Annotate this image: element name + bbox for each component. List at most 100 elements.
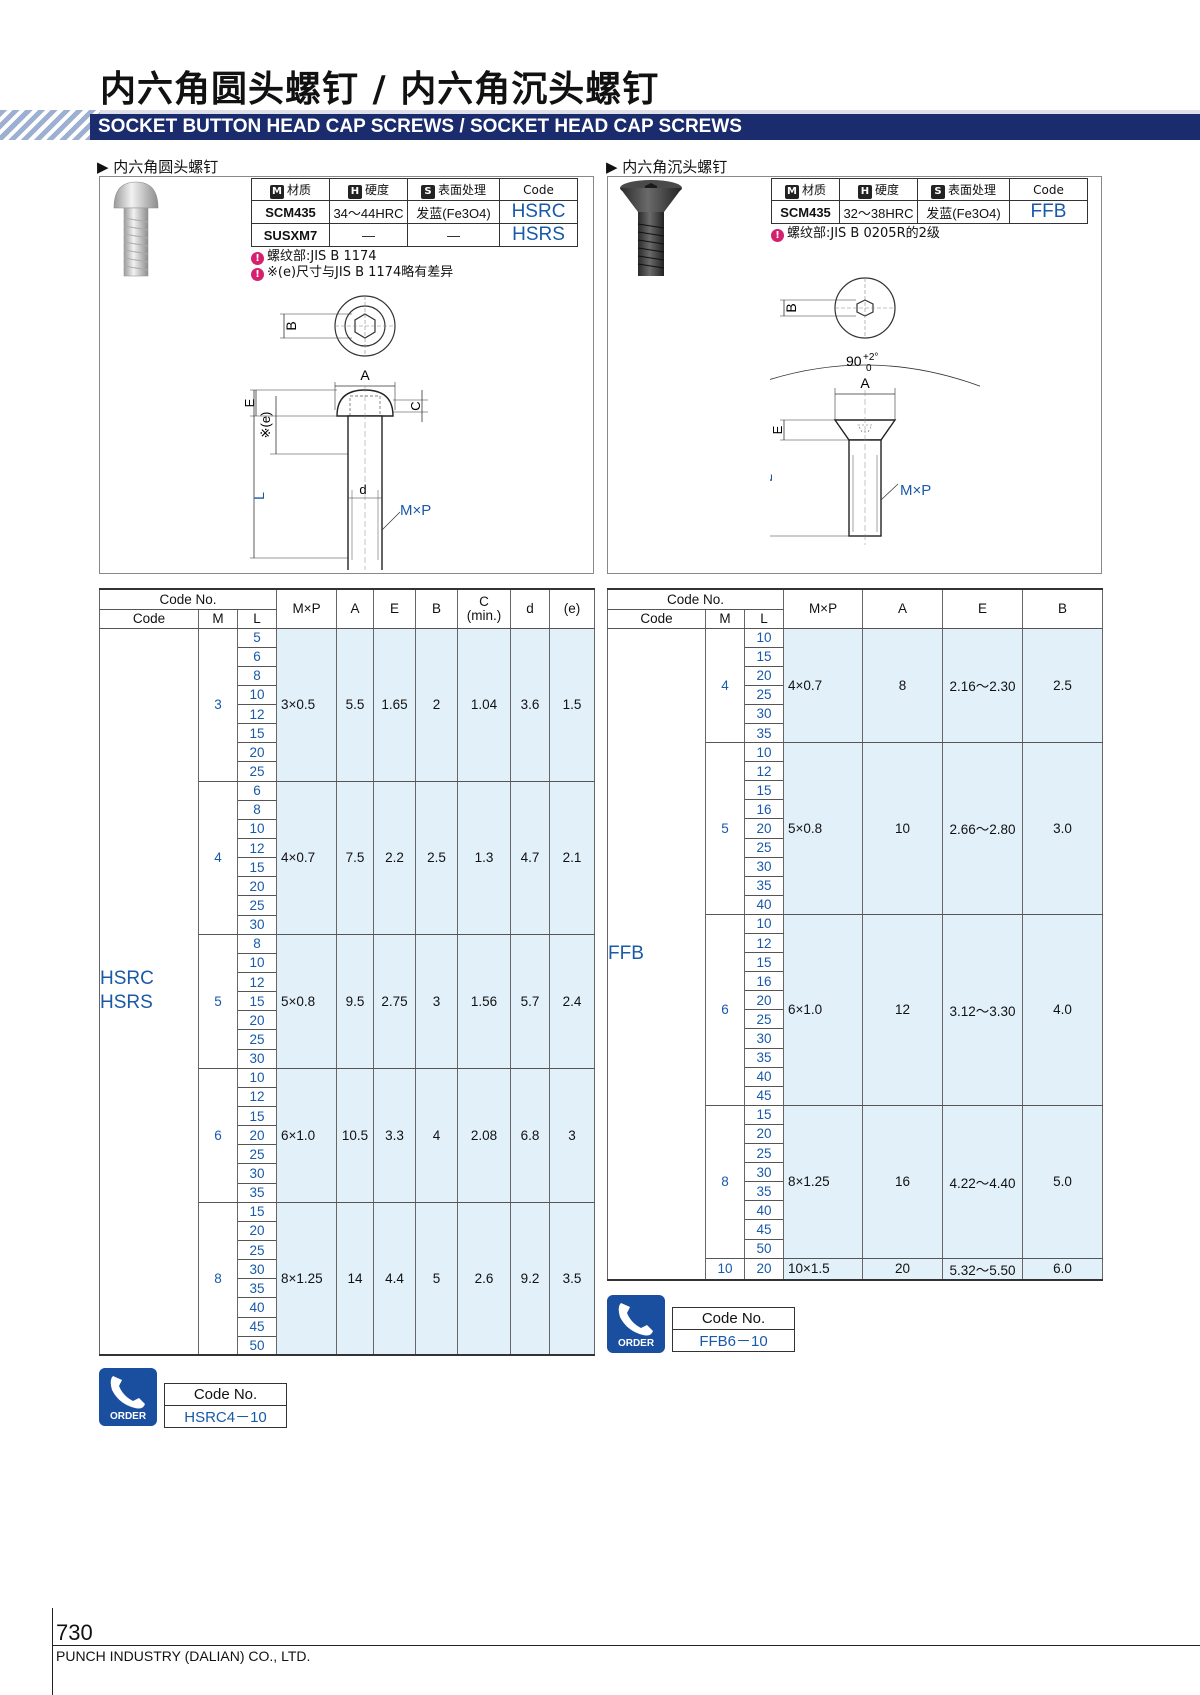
note-item: !螺纹部:JIS B 0205R的2级 — [771, 226, 940, 242]
e-cell: 3.12～3.30 — [942, 913, 1024, 1106]
right-section-label: ▶ 内六角沉头螺钉 — [606, 158, 728, 176]
l-cell: 8 — [236, 665, 278, 686]
table-row: 10 — [100, 818, 595, 840]
l-cell: 35 — [743, 1181, 785, 1202]
l-cell: 20 — [743, 665, 785, 686]
l-cell: 25 — [236, 1029, 278, 1050]
table-row: 40 — [608, 1200, 1103, 1221]
l-cell: 8 — [236, 933, 278, 954]
l-cell: 40 — [236, 1297, 278, 1318]
button-head-screw-photo — [113, 181, 159, 277]
l-cell: 20 — [236, 1220, 278, 1242]
l-cell: 15 — [236, 991, 278, 1012]
a-cell: 5.5 — [336, 627, 375, 782]
table-row: 8 — [100, 665, 595, 686]
dim-label-d: d — [359, 482, 366, 497]
dim-label-b: B — [283, 321, 299, 330]
col-header-d: d — [510, 588, 551, 629]
order-icon-label: ORDER — [617, 1338, 655, 1349]
spec-code: HSRS — [499, 223, 578, 247]
l-cell: 40 — [743, 894, 785, 915]
order-icon-label: ORDER — [109, 1411, 147, 1422]
l-cell: 12 — [743, 932, 785, 954]
table-row: 35 — [608, 875, 1103, 896]
order-icon: ORDER — [99, 1368, 157, 1426]
b-cell: 5.0 — [1022, 1104, 1104, 1259]
code-value: HSRC — [100, 968, 154, 990]
col-header-a: A — [862, 588, 944, 629]
l-cell: 25 — [743, 837, 785, 858]
table-row: 16 — [608, 971, 1103, 992]
l-cell: 35 — [743, 1047, 785, 1068]
info-bullet-icon: ! — [251, 268, 264, 281]
table-row: 30 — [608, 703, 1103, 724]
table-row: 15 — [100, 857, 595, 878]
l-cell: 6 — [236, 780, 278, 801]
table-row: 20 — [100, 742, 595, 763]
m-cell: 4 — [198, 780, 238, 935]
table-row: 20 — [100, 1010, 595, 1031]
l-cell: 30 — [236, 1259, 278, 1280]
l-cell: 15 — [236, 857, 278, 878]
table-row: 8 — [100, 799, 595, 820]
l-cell: 15 — [236, 1201, 278, 1222]
table-row: 50 — [608, 1238, 1103, 1259]
order-code-value: FFB6－10 — [672, 1329, 795, 1352]
l-cell: 10 — [743, 742, 785, 763]
e-cell: 2.75 — [373, 933, 417, 1069]
table-row: 6 — [100, 646, 595, 667]
table-row: 12 — [100, 972, 595, 993]
mxp-cell: 6×1.0 — [276, 1067, 338, 1203]
spec-header-code: Code — [1009, 178, 1088, 201]
l-cell: 25 — [236, 1239, 278, 1261]
table-row: 15 — [100, 723, 595, 744]
button-head-drawing: B A E ※(e) C L d M×P — [242, 295, 431, 570]
material-badge-icon: M — [269, 184, 284, 199]
footer-vertical-rule — [52, 1608, 53, 1695]
l-cell: 30 — [236, 914, 278, 935]
spec-code: FFB — [1009, 200, 1088, 224]
l-cell: 15 — [236, 1106, 278, 1127]
col-header-e: E — [373, 588, 417, 629]
mxp-cell: 10×1.5 — [783, 1257, 864, 1281]
table-row: 45 — [608, 1219, 1103, 1240]
m-cell: 5 — [198, 933, 238, 1069]
l-cell: 30 — [743, 703, 785, 724]
m-cell: 8 — [705, 1104, 745, 1259]
right-notes: !螺纹部:JIS B 0205R的2级 — [771, 226, 940, 242]
title-bar-shadow — [0, 110, 1200, 114]
left-order-example: Code No. HSRC4－10 — [164, 1383, 287, 1428]
c-cell: 1.56 — [457, 933, 512, 1069]
l-cell: 30 — [236, 1163, 278, 1184]
a-cell: 10 — [862, 742, 944, 915]
table-row: 30 — [100, 914, 595, 935]
m-cell: 8 — [198, 1201, 238, 1356]
e-cell: 4.4 — [373, 1201, 417, 1356]
spec-surface: 发蓝(Fe3O4) — [917, 200, 1010, 224]
info-bullet-icon: ! — [771, 229, 784, 242]
dim-label-b: B — [783, 303, 799, 312]
col-header-mxp: M×P — [783, 588, 864, 629]
l-cell: 25 — [743, 684, 785, 705]
title-bar-english: SOCKET BUTTON HEAD CAP SCREWS / SOCKET H… — [90, 114, 1200, 140]
e-cell: 4.22～4.40 — [942, 1104, 1024, 1259]
surface-badge-icon: S — [930, 184, 945, 199]
hardness-badge-icon: H — [347, 184, 362, 199]
l-cell: 16 — [743, 971, 785, 992]
spec-material: SCM435 — [251, 200, 330, 224]
l-cell: 10 — [743, 627, 785, 648]
a-cell: 10.5 — [336, 1067, 375, 1203]
e-cell: 2.2 — [373, 780, 417, 935]
l-cell: 8 — [236, 799, 278, 820]
l-cell: 45 — [743, 1085, 785, 1106]
dim-label-angle: 90 — [846, 353, 862, 369]
b-cell: 3 — [415, 933, 459, 1069]
col-header-code-no: Code No. — [606, 588, 785, 610]
